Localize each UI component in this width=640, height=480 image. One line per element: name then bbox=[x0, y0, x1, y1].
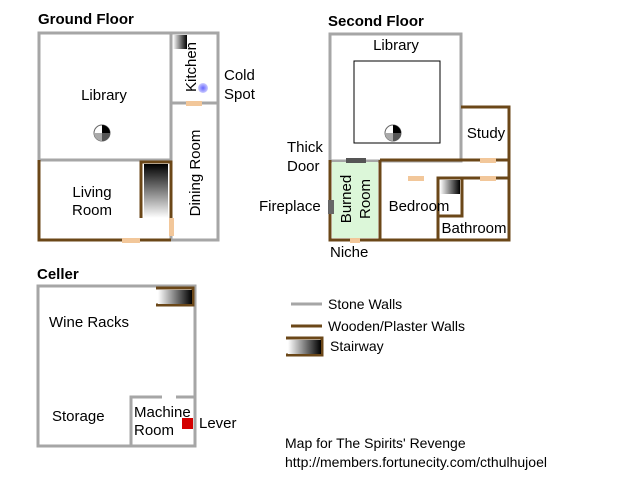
bedroom-label: Bedroom bbox=[389, 198, 450, 215]
thick-door-label-line1: Thick bbox=[287, 139, 323, 156]
library-balcony-outline bbox=[353, 60, 441, 144]
cellar-stair-enclosure bbox=[156, 286, 195, 307]
legend-stone-label: Stone Walls bbox=[328, 296, 402, 312]
second-library-label: Library bbox=[373, 37, 419, 54]
machine-room-label-line1: Machine bbox=[134, 404, 191, 421]
machine-room-door bbox=[162, 395, 176, 399]
cold-spot-icon bbox=[198, 83, 208, 93]
cellar: Celler Wine Racks Storage Machine Room L… bbox=[36, 266, 237, 448]
ground-library-label: Library bbox=[81, 87, 127, 104]
credit-url: http://members.fortunecity.com/cthulhujo… bbox=[285, 454, 547, 470]
niche-label: Niche bbox=[330, 244, 368, 261]
living-room-label-line2: Room bbox=[72, 202, 112, 219]
credit-title: Map for The Spirits' Revenge bbox=[285, 435, 466, 451]
dining-room-label: Dining Room bbox=[187, 130, 204, 217]
cellar-walls bbox=[36, 284, 197, 448]
cold-spot-label-line2: Spot bbox=[224, 86, 256, 103]
ground-floor: Ground Floor Library Kitchen Living Roo bbox=[37, 11, 256, 243]
living-room-label-line1: Living bbox=[72, 184, 111, 201]
thick-door-label-line2: Door bbox=[287, 158, 320, 175]
living-dining-door bbox=[169, 218, 174, 236]
burned-room-fill bbox=[332, 162, 378, 238]
second-floor: Second Floor Library Study B bbox=[259, 13, 511, 261]
ground-stairway-icon bbox=[144, 164, 168, 218]
legend-stair-enclosure bbox=[286, 336, 324, 357]
thick-door-icon bbox=[346, 158, 366, 163]
second-floor-title: Second Floor bbox=[328, 13, 424, 30]
burned-room-label-line1: Burned bbox=[338, 175, 355, 223]
bedroom-walls bbox=[380, 158, 511, 242]
bathroom-door bbox=[480, 176, 496, 181]
lever-icon bbox=[182, 418, 193, 429]
cold-spot-label-line1: Cold bbox=[224, 67, 255, 84]
cellar-title: Celler bbox=[37, 266, 79, 283]
ground-stair-enclosure bbox=[139, 160, 173, 218]
storage-label: Storage bbox=[52, 408, 105, 425]
second-stair-enclosure bbox=[436, 176, 464, 218]
fireplace-icon bbox=[328, 200, 334, 214]
study-door bbox=[480, 158, 496, 163]
lever-label: Lever bbox=[199, 415, 237, 432]
living-room-door bbox=[122, 238, 140, 243]
kitchen-dining-door bbox=[186, 101, 202, 106]
ground-spiral-stair-icon bbox=[93, 124, 111, 142]
legend: Stone Walls Wooden/Plaster Walls Stairwa… bbox=[286, 296, 465, 357]
machine-room-label-line2: Room bbox=[134, 422, 174, 439]
burned-room-label-line2: Room bbox=[357, 179, 374, 219]
kitchen-label: Kitchen bbox=[183, 42, 200, 92]
legend-stairway-icon bbox=[288, 340, 321, 354]
legend-stairway-label: Stairway bbox=[330, 338, 384, 354]
study-label: Study bbox=[467, 125, 506, 142]
wine-racks-label: Wine Racks bbox=[49, 314, 129, 331]
second-spiral-stair-icon bbox=[384, 124, 402, 142]
legend-wood-label: Wooden/Plaster Walls bbox=[328, 318, 465, 334]
bedroom-door bbox=[408, 176, 424, 181]
niche-gap bbox=[350, 238, 360, 243]
second-stairway-icon bbox=[440, 180, 460, 194]
fireplace-label: Fireplace bbox=[259, 198, 321, 215]
ground-floor-title: Ground Floor bbox=[38, 11, 134, 28]
cellar-stairway-icon bbox=[158, 290, 192, 304]
kitchen-stairway-icon bbox=[173, 35, 187, 49]
bathroom-label: Bathroom bbox=[441, 220, 506, 237]
